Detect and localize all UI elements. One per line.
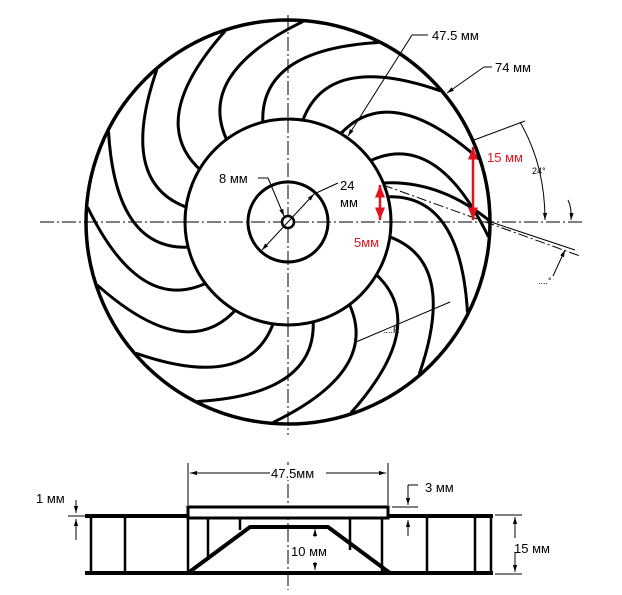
blade <box>197 318 315 403</box>
hub-width-label: 47.5мм <box>271 466 314 481</box>
cone <box>181 525 397 575</box>
hole-diameter-label: 8 мм <box>219 171 248 186</box>
blade-angle-line <box>382 184 581 257</box>
side-view: 47.5мм 3 мм 1 мм 10 мм 15 мм <box>36 462 550 590</box>
hub-dimension-line <box>261 193 315 251</box>
blade-inner-height-label: 5мм <box>354 235 379 250</box>
blade <box>218 20 304 143</box>
blade <box>107 131 192 249</box>
angle-label: 24° <box>532 166 546 176</box>
blade <box>386 234 435 375</box>
blade <box>86 206 209 292</box>
hub-diameter-unit: мм <box>340 195 358 210</box>
total-height-label: 15 мм <box>514 541 550 556</box>
blade <box>135 320 276 369</box>
hub-thickness-label: 3 мм <box>425 480 454 495</box>
blade <box>300 75 441 124</box>
angle2-label: ....° <box>538 276 552 286</box>
blade-height-label: 15 мм <box>487 150 523 165</box>
radius-label: ....R <box>383 325 400 335</box>
cone-height-label: 10 мм <box>291 544 327 559</box>
blade <box>176 30 227 173</box>
blade <box>337 110 480 161</box>
blade <box>272 301 358 424</box>
hub-diameter-value: 24 <box>340 178 354 193</box>
blade <box>141 69 190 210</box>
blade <box>261 41 379 126</box>
blade <box>96 283 239 334</box>
hub-plate <box>186 505 390 520</box>
hub <box>246 180 330 264</box>
top-view: 8 мм 24 мм 47.5 мм 74 мм 15 мм 5мм 24° .… <box>40 15 585 435</box>
blade <box>384 195 469 313</box>
outer-diameter-label: 74 мм <box>495 60 531 75</box>
plate-thickness-label: 1 мм <box>36 491 65 506</box>
blade <box>349 271 400 414</box>
inner-diameter-label: 47.5 мм <box>432 28 479 43</box>
